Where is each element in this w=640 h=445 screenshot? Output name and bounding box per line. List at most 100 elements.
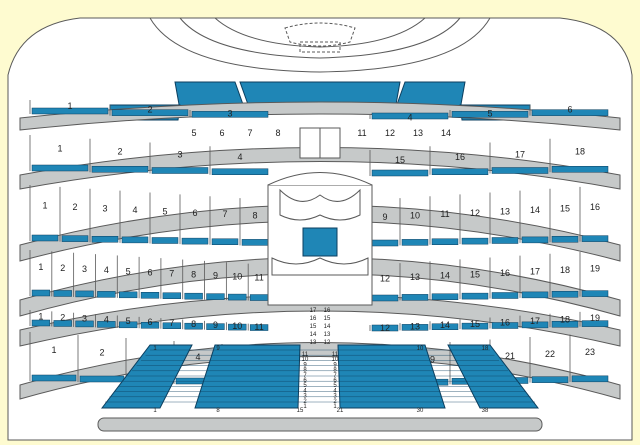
box-seats[interactable] bbox=[461, 292, 489, 300]
box-seats[interactable] bbox=[91, 236, 119, 243]
box-seats[interactable] bbox=[31, 289, 51, 297]
box-seats[interactable] bbox=[184, 292, 203, 300]
box-number: 1 bbox=[42, 201, 47, 211]
box-seats[interactable] bbox=[491, 322, 519, 329]
box-number: 9 bbox=[382, 212, 387, 222]
box-seats[interactable] bbox=[206, 293, 225, 300]
box-seats[interactable] bbox=[91, 166, 149, 173]
box-seats[interactable] bbox=[581, 320, 609, 327]
box-seats[interactable] bbox=[211, 168, 269, 175]
stall-seat-number: 38 bbox=[482, 408, 489, 414]
box-seats[interactable] bbox=[241, 239, 269, 246]
gallery-box-number: 5 bbox=[191, 128, 196, 138]
box-seats[interactable] bbox=[571, 375, 609, 383]
box-seats[interactable] bbox=[491, 292, 519, 299]
box-number: 19 bbox=[590, 264, 600, 274]
box-seats[interactable] bbox=[551, 321, 579, 328]
box-seats[interactable] bbox=[249, 294, 269, 301]
box-seats[interactable] bbox=[228, 323, 247, 331]
box-seats[interactable] bbox=[531, 109, 609, 116]
proscenium bbox=[267, 127, 373, 306]
box-seats[interactable] bbox=[191, 111, 269, 118]
box-seats[interactable] bbox=[61, 235, 89, 242]
box-seats[interactable] bbox=[521, 291, 549, 299]
box-seats[interactable] bbox=[491, 237, 519, 244]
box-seats[interactable] bbox=[111, 109, 189, 116]
box-seats[interactable] bbox=[431, 293, 459, 300]
stage-box-number: 15 bbox=[310, 324, 317, 330]
box-seats[interactable] bbox=[79, 375, 125, 383]
box-seats[interactable] bbox=[181, 237, 209, 245]
box-seats[interactable] bbox=[461, 322, 489, 330]
box-seats[interactable] bbox=[140, 322, 160, 329]
box-seats[interactable] bbox=[140, 292, 160, 299]
box-seats[interactable] bbox=[491, 167, 549, 174]
box-number: 18 bbox=[575, 146, 585, 156]
box-seats[interactable] bbox=[162, 292, 181, 299]
box-seats[interactable] bbox=[121, 236, 149, 244]
box-seats[interactable] bbox=[184, 322, 203, 330]
box-seats[interactable] bbox=[206, 323, 225, 330]
stall-row-number: 6 bbox=[333, 378, 337, 384]
box-seats[interactable] bbox=[31, 319, 51, 327]
box-number: 16 bbox=[455, 152, 465, 162]
box-seats[interactable] bbox=[521, 321, 549, 329]
stall-row-number: 4 bbox=[333, 388, 337, 394]
stall-row-number: 3 bbox=[303, 394, 307, 400]
box-seats[interactable] bbox=[162, 322, 181, 329]
box-seats[interactable] bbox=[53, 290, 72, 297]
box-seats[interactable] bbox=[461, 237, 489, 245]
box-seats[interactable] bbox=[431, 238, 459, 245]
stall-row-number: 2 bbox=[303, 399, 307, 405]
box-seats[interactable] bbox=[119, 291, 138, 299]
box-seats[interactable] bbox=[31, 107, 109, 115]
box-seats[interactable] bbox=[371, 324, 399, 332]
box-seats[interactable] bbox=[521, 236, 549, 244]
box-number: 3 bbox=[82, 314, 87, 324]
box-seats[interactable] bbox=[431, 323, 459, 330]
box-seats[interactable] bbox=[371, 239, 399, 247]
box-number: 5 bbox=[126, 266, 131, 276]
box-seats[interactable] bbox=[249, 324, 269, 331]
box-seats[interactable] bbox=[371, 169, 429, 177]
box-seats[interactable] bbox=[151, 167, 209, 174]
stage-box-number: 14 bbox=[310, 332, 317, 338]
box-seats[interactable] bbox=[551, 236, 579, 243]
box-seats[interactable] bbox=[531, 376, 569, 383]
box-seats[interactable] bbox=[228, 293, 247, 301]
box-seats[interactable] bbox=[451, 111, 529, 118]
box-seats[interactable] bbox=[119, 321, 138, 329]
box-number: 3 bbox=[102, 203, 107, 213]
box-seats[interactable] bbox=[31, 234, 59, 242]
box-seats[interactable] bbox=[371, 294, 399, 302]
box-seats[interactable] bbox=[401, 239, 429, 246]
box-number: 14 bbox=[440, 271, 450, 281]
box-number: 8 bbox=[191, 269, 196, 279]
box-seats[interactable] bbox=[581, 290, 609, 297]
box-seats[interactable] bbox=[75, 320, 94, 328]
box-seats[interactable] bbox=[401, 294, 429, 301]
gallery-box-number: 12 bbox=[385, 128, 395, 138]
box-seats[interactable] bbox=[581, 235, 609, 242]
box-seats[interactable] bbox=[551, 291, 579, 298]
box-seats[interactable] bbox=[551, 166, 609, 173]
box-seats[interactable] bbox=[431, 168, 489, 175]
box-seats[interactable] bbox=[97, 291, 116, 298]
box-seats[interactable] bbox=[31, 164, 89, 172]
box-seats[interactable] bbox=[371, 112, 449, 120]
box-seats[interactable] bbox=[75, 290, 94, 298]
box-number: 1 bbox=[38, 312, 43, 322]
box-seats[interactable] bbox=[97, 321, 116, 328]
box-seats[interactable] bbox=[211, 238, 239, 245]
box-seats[interactable] bbox=[401, 324, 429, 331]
box-number: 6 bbox=[147, 267, 152, 277]
box-seats[interactable] bbox=[53, 320, 72, 327]
stall-row-number: 1 bbox=[333, 404, 337, 410]
box-number: 13 bbox=[410, 272, 420, 282]
stall-seat-grid bbox=[105, 349, 535, 403]
box-seats[interactable] bbox=[31, 374, 77, 382]
stall-seat-number: 10 bbox=[417, 346, 424, 352]
box-seats[interactable] bbox=[151, 237, 179, 244]
